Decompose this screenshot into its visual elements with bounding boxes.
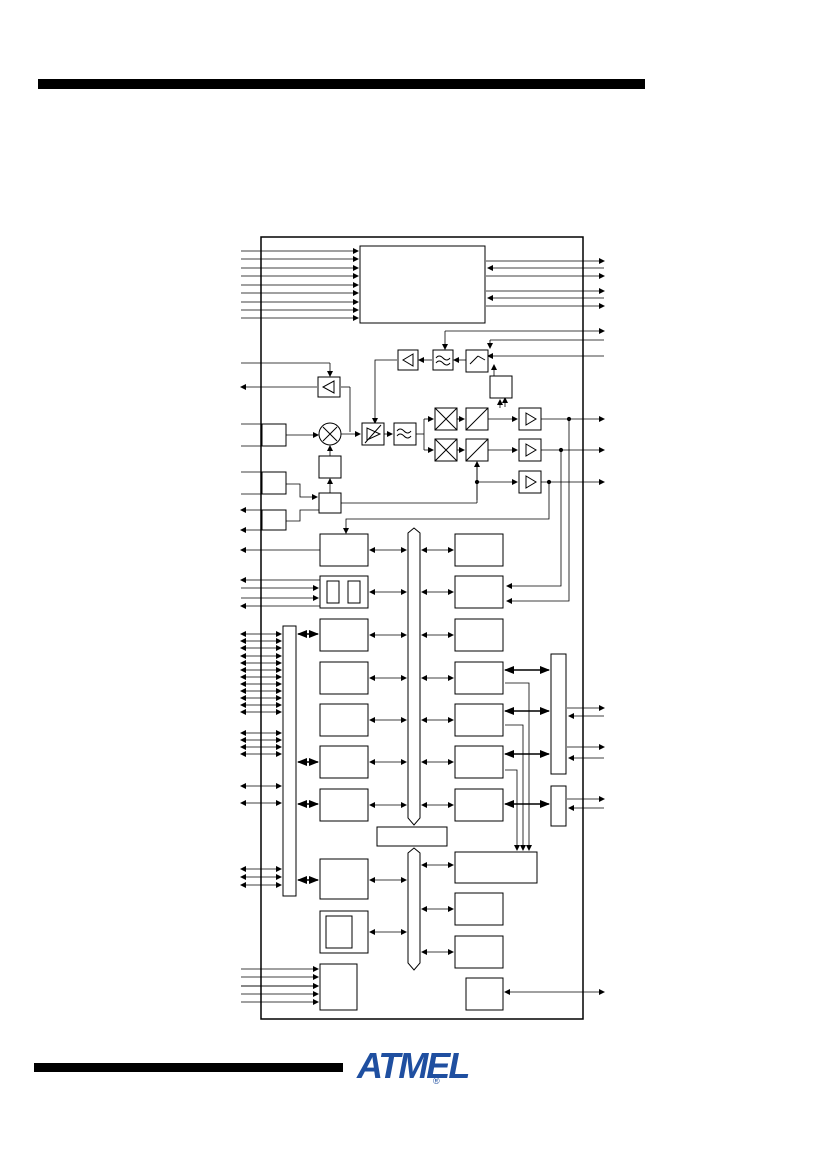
multiplier-icon xyxy=(322,426,338,442)
peripheral-block xyxy=(454,533,504,567)
junction-dot xyxy=(566,416,572,422)
amplifier-box xyxy=(397,349,419,371)
switch-icon xyxy=(469,355,486,365)
atmel-logo: ATMEL ® xyxy=(357,1045,470,1090)
detector-box xyxy=(489,375,513,399)
adc-comparator-block xyxy=(454,851,538,884)
clock-block xyxy=(465,977,504,1011)
lowpass-filter-icon xyxy=(396,428,412,439)
divider-box xyxy=(318,455,342,479)
io-port-bar-right xyxy=(550,653,567,775)
wire xyxy=(506,450,562,589)
peripheral-block xyxy=(319,533,369,567)
wire xyxy=(505,769,520,851)
analog-reference-box xyxy=(376,826,448,847)
header-rule xyxy=(38,79,645,89)
ref-input-box xyxy=(261,471,287,495)
amplifier-box xyxy=(518,407,542,431)
timer-sub-box xyxy=(347,580,361,604)
amplifier-right-icon xyxy=(525,475,537,489)
amplifier-box xyxy=(518,470,542,494)
slash-converter-icon xyxy=(465,407,489,431)
memory-sub-box xyxy=(325,915,353,949)
filter-box xyxy=(393,422,417,446)
amplifier-left-icon xyxy=(321,380,335,394)
junction-dot xyxy=(558,447,564,453)
amplifier-left-icon xyxy=(402,353,414,367)
crystal-box xyxy=(261,423,287,447)
chip-outline xyxy=(260,236,584,1020)
timer-sub-box xyxy=(326,580,340,604)
lowpass-filter-icon xyxy=(435,355,451,366)
logo-wordmark: ATMEL xyxy=(357,1045,470,1086)
wire xyxy=(505,724,526,851)
variable-gain-amplifier-icon xyxy=(364,424,382,444)
peripheral-block xyxy=(454,661,504,695)
footer-rule xyxy=(34,1063,343,1072)
junction-dot xyxy=(546,479,552,485)
mixer-x-icon xyxy=(434,407,458,431)
cpu-block xyxy=(319,858,369,900)
peripheral-block xyxy=(454,892,504,926)
internal-data-bus xyxy=(407,527,421,826)
filter-box xyxy=(432,349,454,371)
amplifier-right-icon xyxy=(525,443,537,457)
wire xyxy=(343,482,550,534)
peripheral-block xyxy=(454,703,504,737)
internal-data-bus-lower xyxy=(407,847,421,971)
amplifier-box xyxy=(317,376,341,398)
amplifier-right-icon xyxy=(525,412,537,426)
junction-dot xyxy=(474,479,480,485)
wire xyxy=(286,509,319,522)
peripheral-block xyxy=(454,788,504,822)
wire xyxy=(506,419,570,604)
peripheral-block xyxy=(454,575,504,609)
peripheral-block xyxy=(454,618,504,652)
wire xyxy=(372,359,397,424)
peripheral-block xyxy=(319,618,369,652)
peripheral-block xyxy=(319,745,369,779)
peripheral-block xyxy=(319,661,369,695)
amplifier-box xyxy=(518,438,542,462)
io-port-bar xyxy=(282,625,297,897)
ref-output-box xyxy=(261,509,287,531)
peripheral-block xyxy=(454,745,504,779)
control-block xyxy=(359,245,486,324)
peripheral-block xyxy=(319,703,369,737)
io-port-bar-right xyxy=(550,785,567,827)
peripheral-block xyxy=(454,935,504,969)
pll-box xyxy=(318,492,342,514)
wire xyxy=(286,483,318,500)
slash-converter-icon xyxy=(465,438,489,462)
peripheral-block xyxy=(319,788,369,822)
wire xyxy=(505,682,532,851)
mixer-x-icon xyxy=(434,438,458,462)
debug-block xyxy=(319,963,358,1011)
registered-mark: ® xyxy=(433,1076,440,1086)
switch-box xyxy=(465,349,489,373)
